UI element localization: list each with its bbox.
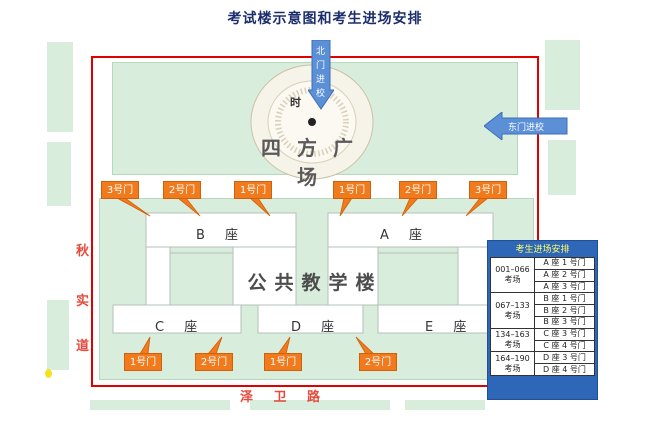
north-entrance-char-3: 进 — [316, 75, 326, 85]
marker-dot — [45, 369, 52, 378]
lawn-right-mid — [548, 140, 576, 195]
lawn-bottom-2 — [250, 400, 390, 410]
wing-d-label: D 座 — [291, 320, 343, 335]
gate-cell: A 座 3 号门 — [534, 280, 595, 294]
table-row: 067–133 考场 B 座 1 号门 — [490, 292, 595, 329]
gate-bottom-2: 2号门 — [195, 353, 233, 371]
wing-a-label: A 座 — [380, 228, 431, 243]
sundial-label: 时 — [290, 96, 301, 109]
wing-c-label: C 座 — [155, 320, 206, 335]
schedule-group-3: 134–163 考场 — [490, 327, 535, 353]
gate-cell: D 座 3 号门 — [534, 351, 595, 365]
north-entrance-char-2: 门 — [316, 61, 326, 71]
road-bottom-label: 泽 卫 路 — [240, 390, 329, 405]
road-left-char-1: 秋 — [76, 244, 90, 259]
table-row: A 座 2 号门 — [491, 268, 595, 282]
schedule-table: 001–066 考场 A 座 1 号门 A 座 2 号门 A 座 3 号门 06… — [490, 256, 595, 376]
lawn-right-top — [545, 40, 580, 110]
gate-cell: A 座 2 号门 — [534, 268, 595, 282]
road-left-char-3: 道 — [76, 339, 90, 354]
sundial-plaza — [250, 64, 374, 180]
gate-cell: B 座 2 号门 — [534, 304, 595, 317]
gate-top-5: 2号门 — [399, 181, 437, 199]
group-range: 001–066 — [495, 265, 530, 275]
gate-top-1: 3号门 — [101, 181, 139, 199]
gate-cell: D 座 4 号门 — [534, 363, 595, 376]
gate-top-4: 1号门 — [333, 181, 371, 199]
wing-b-label: B 座 — [196, 228, 247, 243]
group-label: 考场 — [504, 310, 521, 320]
table-row: C 座 4 号门 — [491, 339, 595, 353]
table-row: B 座 3 号门 — [491, 315, 595, 329]
lawn-bottom-1 — [90, 400, 230, 410]
group-range: 067–133 — [495, 300, 530, 310]
gate-cell: C 座 3 号门 — [534, 327, 595, 341]
lawn-bottom-3 — [405, 400, 485, 410]
schedule-group-1: 001–066 考场 — [490, 256, 535, 294]
table-row: 134–163 考场 C 座 3 号门 — [490, 327, 595, 353]
north-entrance-arrow-icon — [308, 40, 334, 110]
group-range: 164–190 — [495, 353, 530, 363]
schedule-title: 考生进场安排 — [515, 245, 570, 255]
schedule-group-2: 067–133 考场 — [490, 292, 535, 329]
gate-bottom-1: 1号门 — [124, 353, 162, 371]
schedule-group-4: 164–190 考场 — [490, 351, 535, 376]
gate-cell: C 座 4 号门 — [534, 339, 595, 353]
table-row: D 座 4 号门 — [491, 363, 595, 376]
schedule-panel: 考生进场安排 001–066 考场 A 座 1 号门 A 座 2 号门 A 座 … — [487, 240, 598, 400]
east-entrance-arrow-icon — [484, 112, 568, 140]
table-row: 164–190 考场 D 座 3 号门 — [490, 351, 595, 376]
gate-cell: B 座 3 号门 — [534, 315, 595, 329]
table-row: A 座 3 号门 — [491, 280, 595, 294]
gate-top-6: 3号门 — [469, 181, 507, 199]
gate-bottom-3: 1号门 — [264, 353, 302, 371]
building-label: 公共教学楼 — [247, 272, 383, 294]
gate-top-3: 1号门 — [234, 181, 272, 199]
gate-cell: B 座 1 号门 — [534, 292, 595, 306]
lawn-left-mid — [47, 142, 71, 206]
north-entrance-char-1: 北 — [316, 47, 326, 57]
gate-cell: A 座 1 号门 — [534, 257, 595, 270]
lawn-left-bottom — [47, 300, 69, 370]
gate-bottom-4: 2号门 — [359, 353, 397, 371]
table-row: 001–066 考场 A 座 1 号门 — [490, 256, 595, 294]
plaza-label: 四方广场 — [261, 136, 369, 189]
east-entrance-label: 东门进校 — [508, 123, 545, 133]
group-range: 134–163 — [495, 330, 530, 340]
page-title: 考试楼示意图和考生进场安排 — [227, 11, 423, 27]
lawn-left-top — [47, 42, 73, 132]
group-label: 考场 — [504, 340, 521, 350]
road-left-char-2: 实 — [76, 294, 90, 309]
group-label: 考场 — [504, 363, 521, 373]
wing-e-label: E 座 — [425, 320, 475, 335]
north-entrance-char-4: 校 — [316, 89, 326, 99]
group-label: 考场 — [504, 275, 521, 285]
table-row: B 座 2 号门 — [491, 304, 595, 317]
gate-top-2: 2号门 — [163, 181, 201, 199]
